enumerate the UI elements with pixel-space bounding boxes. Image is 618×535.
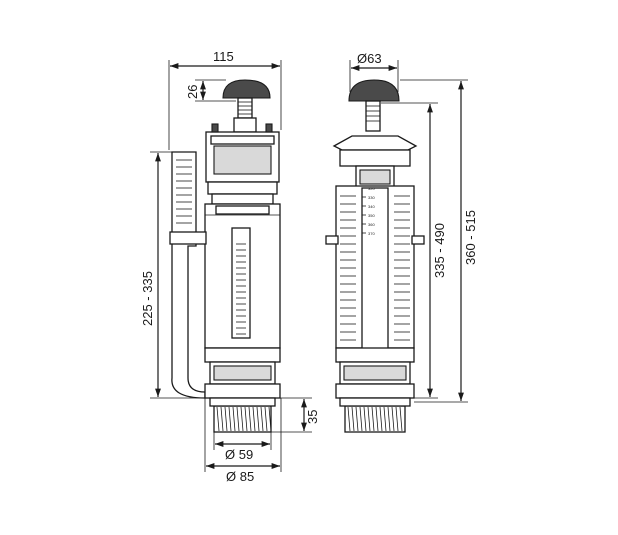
base-side (204, 347, 281, 433)
dim-diameter-59: Ø 59 (225, 447, 253, 462)
dim-overflow-225-335: 225 - 335 (140, 271, 155, 326)
top-housing-side (205, 123, 280, 205)
side-view: 115 26 225 - 335 35 Ø 59 Ø 85 (140, 49, 320, 484)
dim-diameter-85: Ø 85 (226, 469, 254, 484)
scale-tick-label: 350 (368, 213, 375, 218)
scale-tick-label: 340 (368, 204, 375, 209)
push-button-side (222, 79, 271, 133)
dim-height-26: 26 (185, 85, 200, 99)
dim-diameter-63: Ø63 (357, 51, 382, 66)
top-housing-front (332, 135, 418, 189)
dim-width-115: 115 (213, 49, 234, 64)
dim-thread-35: 35 (305, 410, 320, 424)
main-column-front: 320 330 340 350 360 370 (325, 185, 425, 385)
scale-tick-label: 360 (368, 222, 375, 227)
dim-range-335-490: 335 - 490 (432, 223, 447, 278)
push-button-front (348, 79, 400, 132)
scale-tick-label: 370 (368, 231, 375, 236)
scale-tick-label: 330 (368, 195, 375, 200)
front-view: 320 330 340 350 360 370 Ø63 335 - 490 360 - 5… (325, 51, 478, 433)
dim-range-360-515: 360 - 515 (463, 210, 478, 265)
base-front (335, 347, 415, 433)
main-column-side (204, 203, 281, 349)
scale-tick-label: 320 (368, 186, 375, 191)
overflow-pipe (169, 151, 207, 399)
